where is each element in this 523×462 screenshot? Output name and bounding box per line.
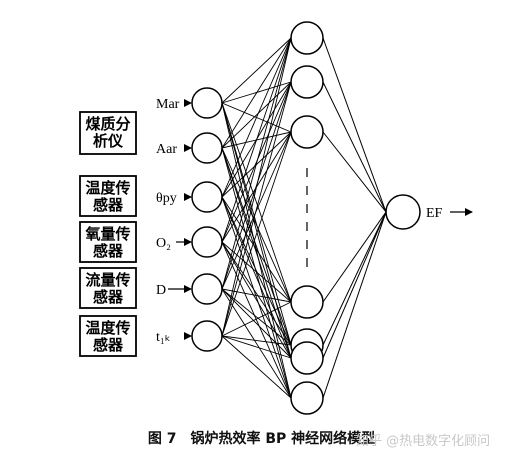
connection-input-6-to-hidden-3 xyxy=(221,131,292,337)
output-label: EF xyxy=(426,206,443,221)
connections-layer xyxy=(221,37,387,399)
sensor-label-4-line-1: 流量传 xyxy=(85,271,130,289)
connection-input-6-to-hidden-6 xyxy=(221,335,292,359)
hidden-node-3 xyxy=(290,115,324,149)
signal-label-t₁ₖ: t₁ₖ xyxy=(156,330,171,345)
signal-label-D: D xyxy=(156,283,166,298)
signal-label-Aar: Aar xyxy=(156,142,177,157)
connection-input-5-to-hidden-5 xyxy=(221,288,292,346)
sensor-box-3 xyxy=(79,221,137,263)
sensor-label-3-line-2: 感器 xyxy=(93,242,124,260)
connection-hidden-1-to-output xyxy=(322,37,387,213)
input-node-6 xyxy=(191,320,223,352)
connection-input-1-to-hidden-7 xyxy=(221,102,292,399)
input-node-4 xyxy=(191,226,223,258)
sensor-label-1-line-1: 煤质分 xyxy=(85,115,130,133)
input-node-3 xyxy=(191,181,223,213)
connection-hidden-4-to-output xyxy=(322,211,387,303)
sensor-label-3-line-1: 氧量传 xyxy=(84,225,130,243)
sensor-box-1 xyxy=(79,111,137,155)
input-node-1 xyxy=(191,87,223,119)
connection-input-6-to-hidden-2 xyxy=(221,81,292,337)
hidden-node-7 xyxy=(290,381,324,415)
nodes-layer: EF xyxy=(191,21,473,415)
connection-input-2-to-hidden-2 xyxy=(221,81,292,149)
sensor-label-5-line-2: 感器 xyxy=(93,336,124,354)
sensor-box-5 xyxy=(79,315,137,357)
connection-input-2-to-hidden-4 xyxy=(221,147,292,303)
input-node-2 xyxy=(191,132,223,164)
connection-input-4-to-hidden-1 xyxy=(221,37,292,243)
connection-input-5-to-hidden-1 xyxy=(221,37,292,290)
connection-input-5-to-hidden-4 xyxy=(221,288,292,303)
connection-hidden-3-to-output xyxy=(322,131,387,213)
connection-input-6-to-hidden-7 xyxy=(221,335,292,399)
sensor-label-4-line-2: 感器 xyxy=(93,288,124,306)
connection-input-3-to-hidden-1 xyxy=(221,37,292,198)
sensor-box-4 xyxy=(79,267,137,309)
signal-label-O₂: O₂ xyxy=(156,236,171,251)
connection-hidden-2-to-output xyxy=(322,81,387,213)
connection-input-3-to-hidden-5 xyxy=(221,196,292,346)
connection-input-2-to-hidden-5 xyxy=(221,147,292,346)
connection-input-6-to-hidden-1 xyxy=(221,37,292,337)
signal-label-θpy: θpy xyxy=(156,191,177,206)
connection-input-6-to-hidden-5 xyxy=(221,335,292,346)
connection-input-4-to-hidden-4 xyxy=(221,241,292,303)
connection-hidden-7-to-output xyxy=(322,211,387,399)
sensor-label-2-line-2: 感器 xyxy=(93,196,124,214)
connection-input-3-to-hidden-6 xyxy=(221,196,292,359)
connection-hidden-6-to-output xyxy=(322,211,387,359)
hidden-node-1 xyxy=(290,21,324,55)
connection-input-2-to-hidden-7 xyxy=(221,147,292,399)
hidden-node-6 xyxy=(290,341,324,375)
sensor-label-1-line-2: 析仪 xyxy=(93,132,124,150)
connection-input-4-to-hidden-6 xyxy=(221,241,292,359)
input-node-5 xyxy=(191,273,223,305)
sensor-box-2 xyxy=(79,175,137,217)
connection-input-2-to-hidden-6 xyxy=(221,147,292,359)
connection-input-4-to-hidden-7 xyxy=(221,241,292,399)
figure-title: 锅炉热效率 BP 神经网络模型 xyxy=(190,431,376,447)
connection-input-5-to-hidden-6 xyxy=(221,288,292,359)
hidden-node-4 xyxy=(290,285,324,319)
connection-input-1-to-hidden-1 xyxy=(221,37,292,104)
connection-input-1-to-hidden-4 xyxy=(221,102,292,303)
connection-input-2-to-hidden-1 xyxy=(221,37,292,149)
watermark: 知乎 @热电数字化顾问 xyxy=(356,434,491,449)
hidden-node-2 xyxy=(290,65,324,99)
figure-caption: 图 7 锅炉热效率 BP 神经网络模型 xyxy=(0,426,523,452)
sensor-label-2-line-1: 温度传 xyxy=(85,179,130,197)
figure-number: 图 7 xyxy=(147,431,177,447)
connection-hidden-5-to-output xyxy=(322,211,387,346)
connection-input-4-to-hidden-5 xyxy=(221,241,292,346)
connection-input-6-to-hidden-4 xyxy=(221,301,292,337)
signal-label-Mar: Mar xyxy=(156,97,180,112)
connection-input-3-to-hidden-7 xyxy=(221,196,292,399)
output-node xyxy=(385,194,421,230)
sensor-label-5-line-1: 温度传 xyxy=(85,319,130,337)
connection-input-5-to-hidden-7 xyxy=(221,288,292,399)
